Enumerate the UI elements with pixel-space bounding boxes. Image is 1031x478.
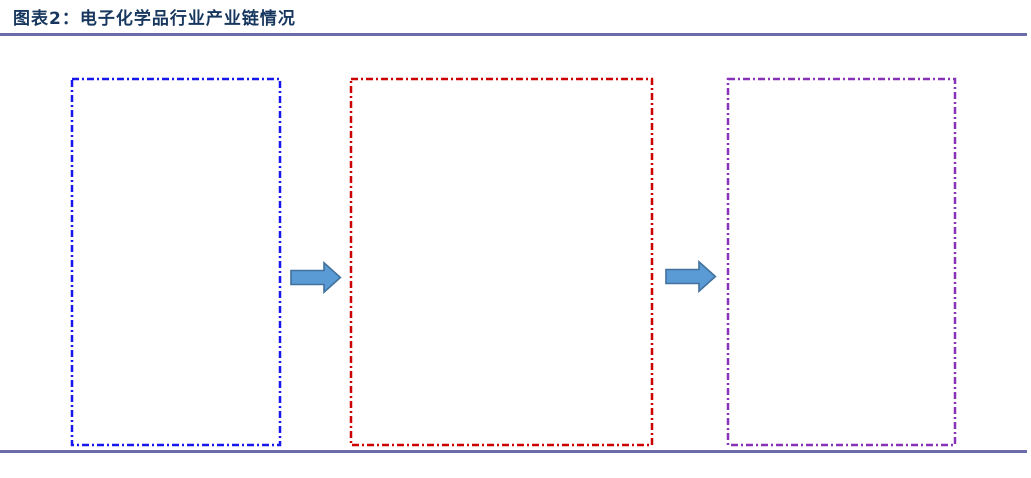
right-arrow-icon-1 [290,261,342,294]
figure-title: 图表2：电子化学品行业产业链情况 [13,9,296,29]
right-arrow-icon-2 [665,260,717,293]
chain-box-left [70,77,282,447]
figure-bottom-rule [0,450,1027,453]
chain-box-right [726,77,957,447]
chain-box-middle [349,77,654,447]
figure-top-rule [0,33,1027,36]
